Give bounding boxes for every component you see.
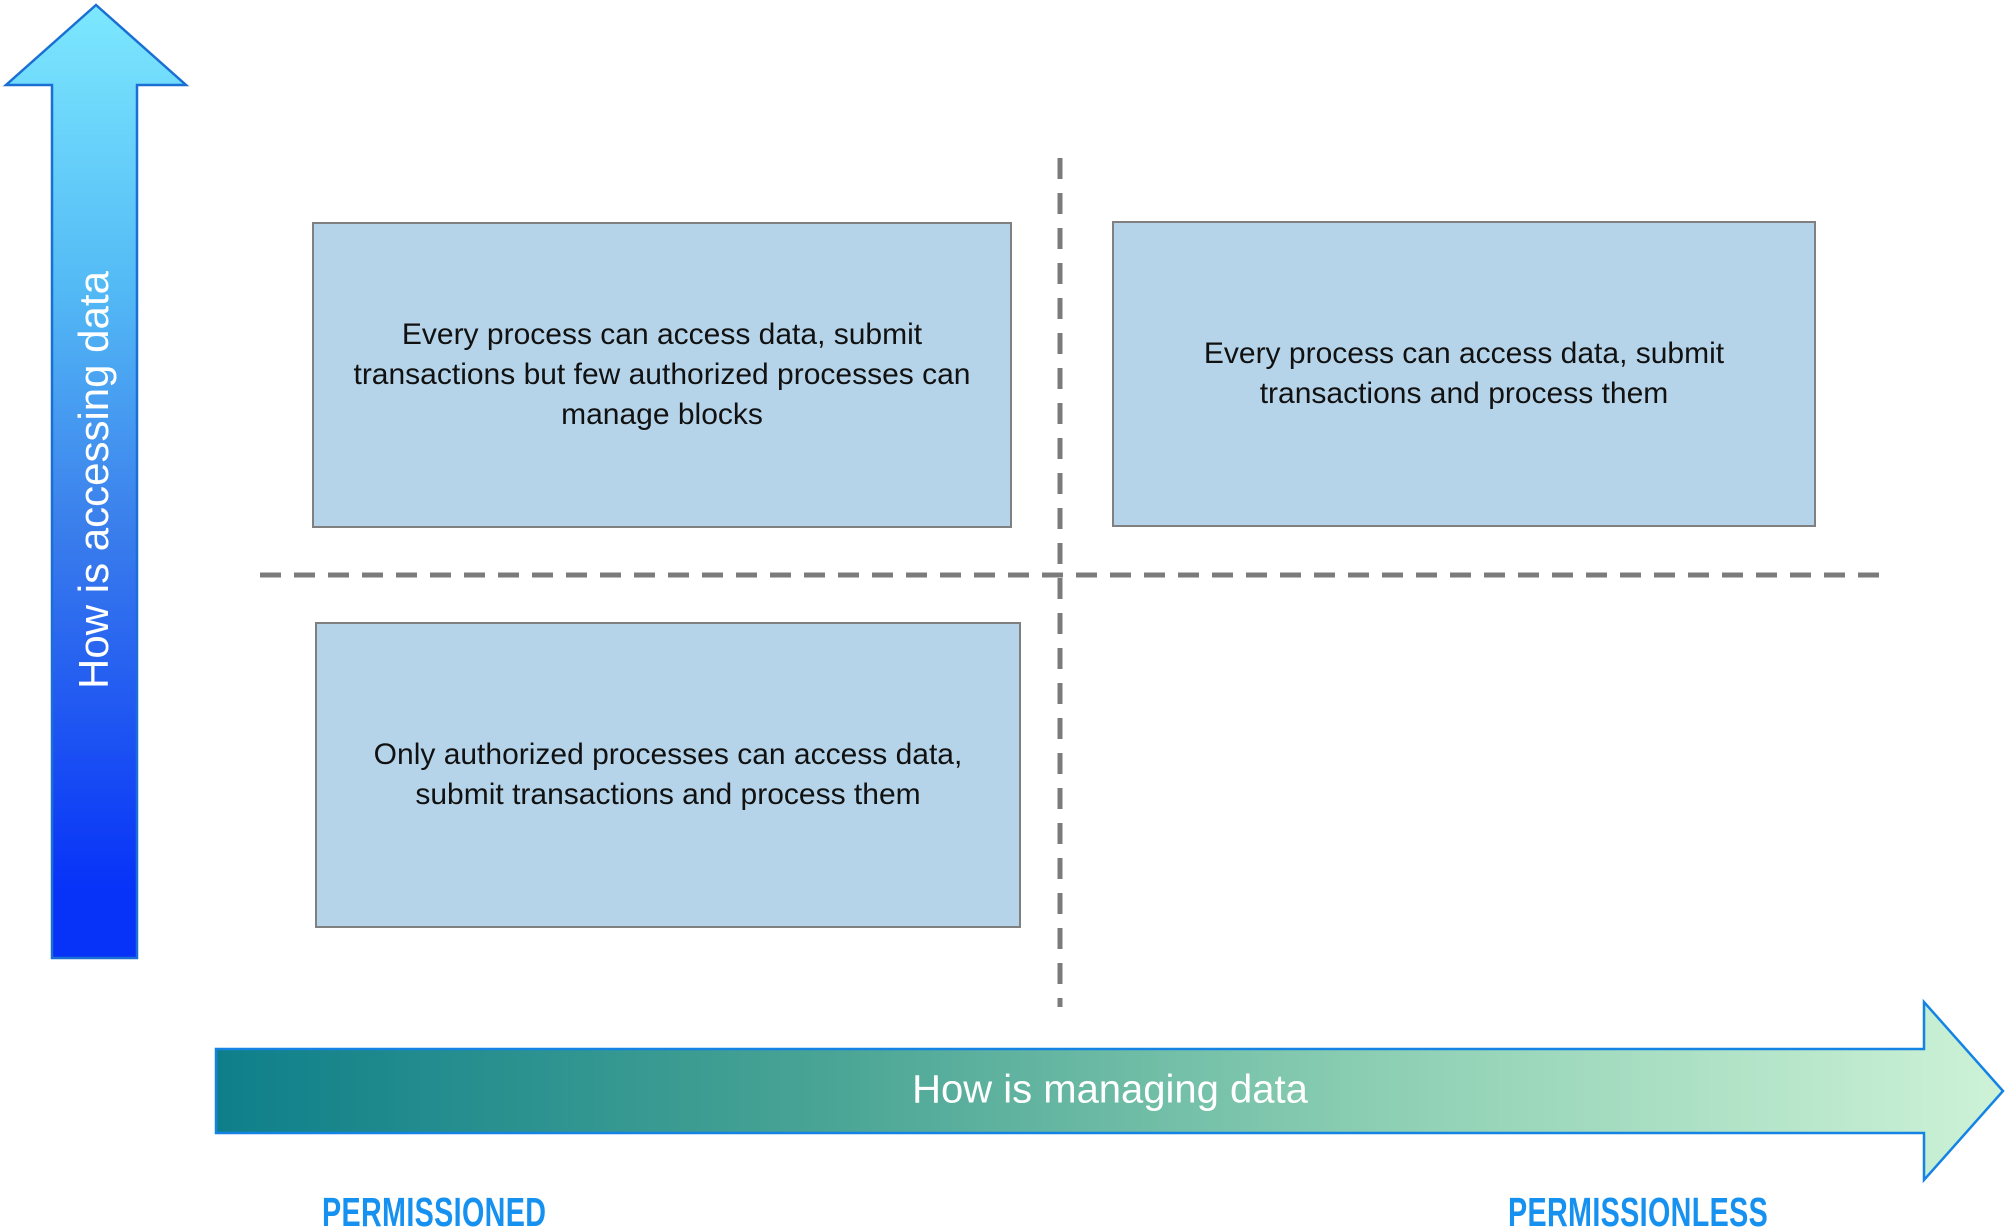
quadrant-box-top-right: Every process can access data, submit tr… <box>1112 221 1816 527</box>
quadrant-box-top-left: Every process can access data, submit tr… <box>312 222 1012 528</box>
quadrant-box-top-right-text: Every process can access data, submit tr… <box>1203 337 1725 410</box>
y-axis-label: How is accessing data <box>70 271 117 689</box>
x-axis-right-end-label-text: PERMISSIONLESS <box>1508 1189 1769 1231</box>
y-axis-arrow <box>2 3 190 960</box>
quadrant-box-bottom-left: Only authorized processes can access dat… <box>315 622 1021 928</box>
x-axis-right-end-label: PERMISSIONLESS <box>1508 1192 1880 1231</box>
x-axis-left-end-label: PERMISSIONED <box>322 1192 642 1231</box>
x-axis-label: How is managing data <box>912 1067 1308 1112</box>
quadrant-box-top-left-text: Every process can access data, submit tr… <box>353 318 971 431</box>
quadrant-box-bottom-left-text: Only authorized processes can access dat… <box>373 738 963 811</box>
x-axis-arrow <box>214 998 2005 1184</box>
x-axis-left-end-label-text: PERMISSIONED <box>322 1189 547 1231</box>
